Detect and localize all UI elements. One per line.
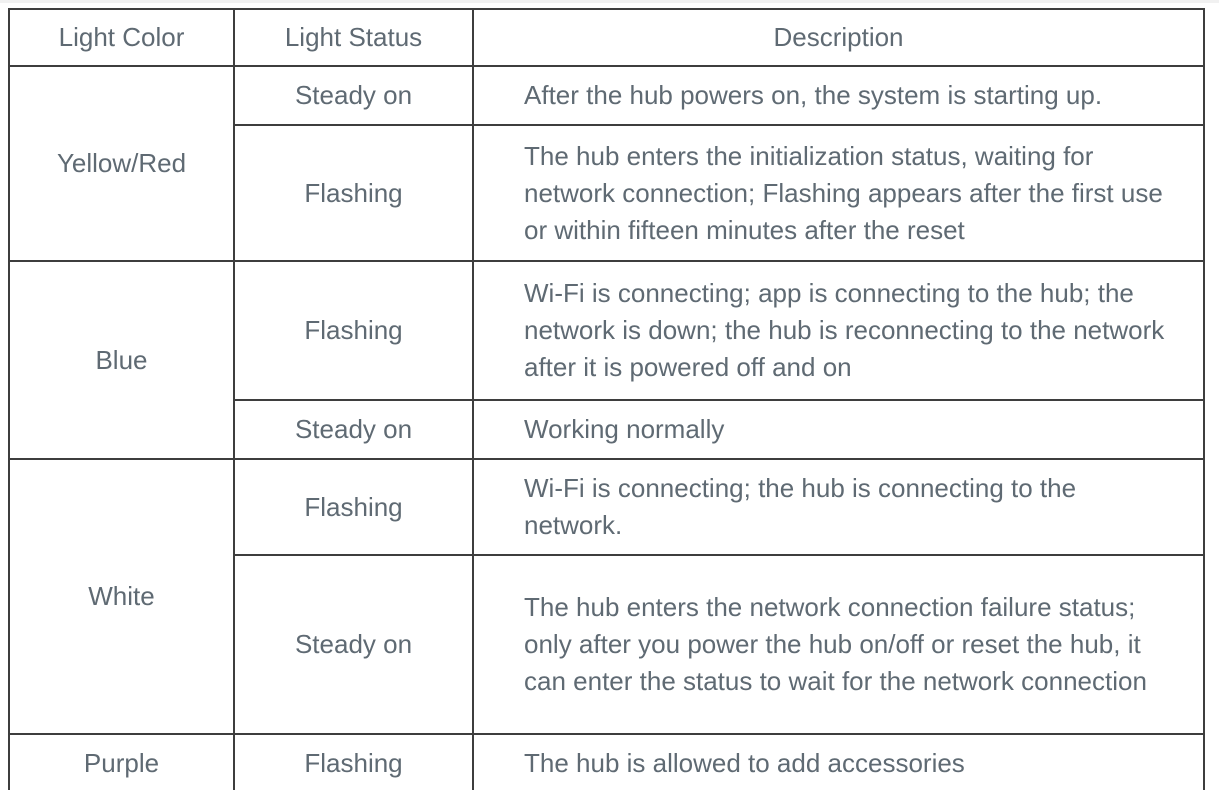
light-status-cell-steady-on: Steady on: [233, 399, 474, 460]
table-row-blue-flashing: Blue Flashing Wi-Fi is connecting; app i…: [8, 260, 1205, 460]
table-row-white-flashing: White Flashing Wi-Fi is connecting; the …: [8, 458, 1205, 735]
light-color-cell-purple: Purple: [8, 733, 235, 790]
description-cell-wifi-connecting-app: Wi-Fi is connecting; app is connecting t…: [472, 260, 1205, 401]
table-row-purple-flashing: Purple Flashing The hub is allowed to ad…: [8, 733, 1205, 790]
light-status-cell-flashing: Flashing: [233, 733, 474, 790]
header-description: Description: [472, 8, 1205, 67]
header-light-status: Light Status: [233, 8, 474, 67]
description-cell-connection-failure: The hub enters the network connection fa…: [472, 554, 1205, 735]
light-color-cell-white: White: [8, 458, 235, 735]
page-top-edge-line: [0, 0, 1219, 3]
light-color-cell-blue: Blue: [8, 260, 235, 460]
hub-light-status-table: Light Color Light Status Description Yel…: [8, 8, 1205, 790]
light-status-cell-flashing: Flashing: [233, 124, 474, 262]
light-color-cell-yellow-red: Yellow/Red: [8, 65, 235, 262]
table-row-yellow-red-steady-on: Yellow/Red Steady on After the hub power…: [8, 65, 1205, 262]
header-light-color: Light Color: [8, 8, 235, 67]
light-status-cell-flashing: Flashing: [233, 260, 474, 401]
table-row-yellow-red-flashing: Flashing The hub enters the initializati…: [9, 124, 1205, 262]
description-cell-add-accessories: The hub is allowed to add accessories: [472, 733, 1205, 790]
light-status-cell-flashing: Flashing: [233, 458, 474, 556]
light-status-cell-steady-on: Steady on: [233, 554, 474, 735]
table-row-blue-steady-on: Steady on Working normally: [9, 399, 1205, 460]
description-cell-system-starting: After the hub powers on, the system is s…: [472, 65, 1205, 126]
light-status-cell-steady-on: Steady on: [233, 65, 474, 126]
header-row: Light Color Light Status Description: [8, 8, 1205, 67]
description-cell-initialization: The hub enters the initialization status…: [472, 124, 1205, 262]
table-row-white-steady-on: Steady on The hub enters the network con…: [9, 554, 1205, 735]
description-cell-wifi-connecting-network: Wi-Fi is connecting; the hub is connecti…: [472, 458, 1205, 556]
description-cell-working-normally: Working normally: [472, 399, 1205, 460]
